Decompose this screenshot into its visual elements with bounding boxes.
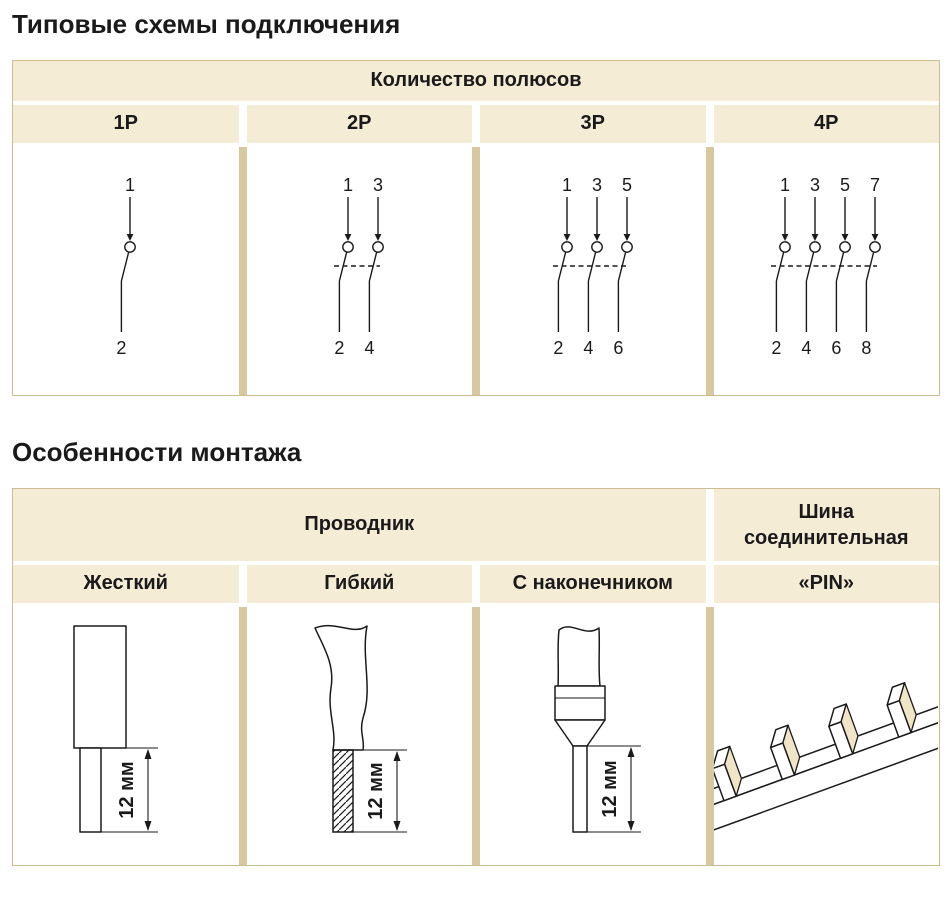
svg-text:4: 4 [802, 338, 812, 358]
busbar-header: Шина соединительная [713, 488, 939, 561]
svg-text:2: 2 [772, 338, 782, 358]
pole-diagram-4p: 1 2 3 4 5 6 7 8 [713, 146, 939, 395]
pole-schematic: 1 2 3 4 [334, 175, 385, 358]
ferrule-taper [554, 719, 606, 747]
conductor-header: Проводник [13, 488, 706, 561]
dimension-label: 12 мм [365, 762, 387, 819]
rigid-conductor-drawing: 12 мм [13, 606, 239, 865]
busbar-pin [714, 745, 743, 802]
pole-diagram-3p: 1 2 3 4 5 6 [480, 146, 706, 395]
poles-table-subheader: 1P 2P 3P 4P [13, 104, 939, 143]
svg-text:3: 3 [592, 175, 602, 195]
svg-text:1: 1 [562, 175, 572, 195]
svg-text:1: 1 [343, 175, 353, 195]
svg-text:3: 3 [810, 175, 820, 195]
poles-table-header: Количество полюсов [13, 60, 939, 101]
svg-text:1: 1 [125, 175, 135, 195]
wire-insulation [557, 625, 601, 687]
svg-text:2: 2 [553, 338, 563, 358]
svg-text:7: 7 [870, 175, 880, 195]
pole-col-header-2p: 2P [246, 104, 472, 143]
svg-text:1: 1 [780, 175, 790, 195]
svg-text:4: 4 [583, 338, 593, 358]
wire-insulation [314, 624, 369, 751]
stripped-conductor [79, 747, 102, 833]
ferrule-collar [554, 685, 606, 721]
svg-text:5: 5 [840, 175, 850, 195]
mounting-table: Проводник Шина соединительная Жесткий Ги… [12, 487, 940, 866]
pole-col-header-3p: 3P [480, 104, 706, 143]
mounting-table-subheader: Жесткий Гибкий С наконечником «PIN» [13, 564, 939, 603]
pole-diagram-2p: 1 2 3 4 [246, 146, 472, 395]
pole-schematic: 1 2 3 4 5 6 7 8 [771, 175, 882, 358]
wire-insulation [73, 625, 127, 749]
busbar-pin [770, 724, 801, 781]
pin-busbar-art [714, 681, 939, 838]
flexible-conductor-art: 12 мм [314, 624, 408, 833]
busbar-pin [828, 703, 859, 759]
svg-text:8: 8 [862, 338, 872, 358]
svg-text:2: 2 [335, 338, 345, 358]
conductor-type-ferrule: С наконечником [480, 564, 706, 603]
rigid-conductor-art: 12 мм [73, 625, 158, 833]
mounting-table-body: 12 мм 12 мм [13, 606, 939, 865]
stripped-strands [332, 749, 354, 833]
dimension-label: 12 мм [116, 761, 138, 818]
pole-schematic: 1 2 3 4 5 6 [552, 175, 633, 358]
ferrule-conductor-art: 12 мм [554, 625, 641, 833]
conductor-type-rigid: Жесткий [13, 564, 239, 603]
svg-text:4: 4 [365, 338, 375, 358]
busbar-front-face [714, 714, 939, 838]
mounting-table-header: Проводник Шина соединительная [13, 488, 939, 561]
section-title-connection-schemes: Типовые схемы подключения [12, 9, 401, 39]
busbar-pin [886, 681, 918, 738]
flexible-conductor-drawing: 12 мм [246, 606, 472, 865]
svg-text:6: 6 [832, 338, 842, 358]
pin-busbar-drawing [713, 606, 939, 865]
svg-text:5: 5 [622, 175, 632, 195]
pole-col-header-4p: 4P [713, 104, 939, 143]
svg-text:2: 2 [116, 338, 126, 358]
ferrule-tube [572, 745, 588, 833]
svg-text:3: 3 [373, 175, 383, 195]
dimension-label: 12 мм [599, 760, 621, 817]
ferrule-conductor-drawing: 12 мм [480, 606, 706, 865]
busbar-type-pin: «PIN» [713, 564, 939, 603]
svg-text:6: 6 [613, 338, 623, 358]
section-title-mounting-features: Особенности монтажа [12, 436, 302, 467]
pole-col-header-1p: 1P [13, 104, 239, 143]
pole-schematic: 12 [116, 175, 136, 358]
conductor-type-flexible: Гибкий [246, 564, 472, 603]
catalog-page: Типовые схемы подключения Количество пол… [12, 9, 940, 866]
